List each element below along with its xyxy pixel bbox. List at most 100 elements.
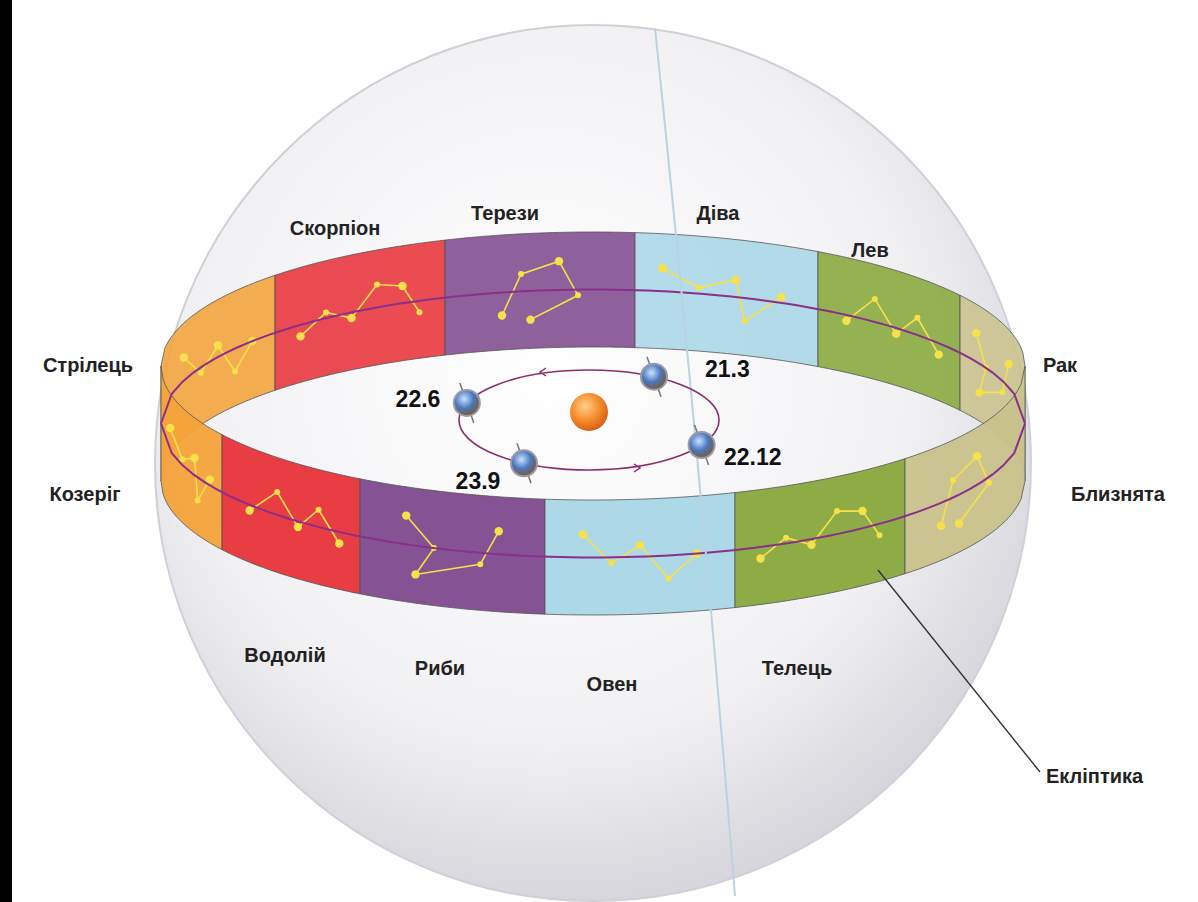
sun	[570, 393, 608, 431]
earth-icon	[454, 383, 480, 423]
star-dot	[374, 281, 380, 287]
star-dot	[214, 341, 222, 349]
star-dot	[937, 522, 945, 530]
zodiac-segment	[635, 233, 818, 367]
zodiac-segment	[735, 459, 905, 608]
date-label: 22.12	[724, 445, 782, 470]
star-dot	[783, 535, 789, 541]
star-dot	[975, 388, 983, 396]
star-dot	[986, 480, 992, 486]
star-dot	[877, 532, 883, 538]
star-dot	[190, 454, 198, 462]
constellation-name: Риби	[415, 657, 465, 679]
star-dot	[999, 389, 1005, 395]
constellation-name: Водолій	[244, 644, 325, 666]
star-dot	[892, 330, 900, 338]
constellation-name: Козеріг	[49, 483, 120, 505]
zodiac-segment	[222, 435, 360, 594]
constellation-name: Екліптика	[1046, 765, 1143, 787]
constellation-name: Терези	[471, 202, 539, 224]
zodiac-segment	[275, 240, 445, 390]
star-dot	[398, 282, 406, 290]
date-label: 23.9	[456, 469, 501, 494]
leader-line	[878, 570, 1040, 772]
star-dot	[972, 329, 980, 337]
star-dot	[296, 332, 304, 340]
star-dot	[417, 309, 423, 315]
star-dot	[935, 350, 943, 358]
star-dot	[658, 264, 666, 272]
constellation-name: Скорпіон	[290, 217, 381, 239]
star-dot	[555, 257, 563, 265]
meridian-line	[655, 28, 735, 896]
star-dot	[347, 314, 355, 322]
star-dot	[872, 296, 878, 302]
star-dot	[1005, 360, 1013, 368]
star-dot	[323, 309, 329, 315]
constellation-name: Діва	[697, 202, 740, 224]
star-dot	[807, 541, 815, 549]
zodiac-band-front	[161, 366, 1025, 615]
constellation-name: Стрілець	[43, 354, 133, 376]
star-dot	[495, 527, 503, 535]
celestial-sphere	[155, 25, 1031, 901]
zodiac-segment	[161, 366, 222, 550]
star-dot	[842, 317, 850, 325]
constellation-line	[406, 516, 499, 575]
edge-bar	[0, 0, 12, 902]
star-dot	[696, 285, 702, 291]
star-dot	[198, 370, 204, 376]
constellation-name: Овен	[587, 673, 638, 695]
star-dot	[195, 497, 201, 503]
orbit-group	[161, 28, 1040, 896]
constellation-name: Близнята	[1071, 483, 1165, 505]
date-label: 21.3	[705, 357, 750, 382]
star-dot	[973, 452, 981, 460]
orbit-arrow	[540, 368, 546, 376]
star-dot	[274, 489, 280, 495]
zodiac-segment	[905, 366, 1025, 574]
star-dot	[834, 508, 840, 514]
star-dot	[335, 539, 343, 547]
zodiac-segment	[818, 252, 960, 411]
star-dot	[777, 293, 785, 301]
constellation-name: Телець	[762, 657, 833, 679]
constellation-line	[761, 511, 880, 559]
star-dot	[180, 353, 188, 361]
zodiac-band-back	[161, 232, 1025, 481]
constellation-line	[250, 492, 340, 544]
star-dot	[166, 424, 174, 432]
earth-icon	[689, 425, 715, 465]
star-dot	[526, 315, 534, 323]
star-dot	[666, 575, 672, 581]
zodiac-segment	[445, 232, 635, 355]
star-dot	[858, 507, 866, 515]
star-dot	[402, 511, 410, 519]
star-dot	[575, 292, 581, 298]
star-dot	[636, 541, 644, 549]
constellations	[166, 257, 1013, 581]
star-dot	[950, 477, 956, 483]
star-dot	[518, 271, 524, 277]
star-dot	[294, 523, 302, 531]
earth-orbit	[459, 370, 719, 470]
star-dot	[914, 315, 920, 321]
star-dot	[245, 506, 253, 514]
zodiac-segment	[360, 479, 545, 614]
earth-icon	[641, 357, 667, 397]
star-dot	[579, 530, 587, 538]
star-dot	[609, 560, 615, 566]
star-dot	[498, 311, 506, 319]
ecliptic-line	[161, 424, 1025, 558]
date-label: 22.6	[396, 387, 441, 412]
constellation-name: Рак	[1043, 354, 1077, 376]
star-dot	[731, 276, 739, 284]
star-dot	[955, 519, 963, 527]
constellation-name: Лев	[851, 239, 888, 261]
star-dot	[477, 561, 483, 567]
star-dot	[316, 507, 322, 513]
orbit-arrow	[634, 464, 640, 472]
earth-icon	[511, 443, 537, 483]
